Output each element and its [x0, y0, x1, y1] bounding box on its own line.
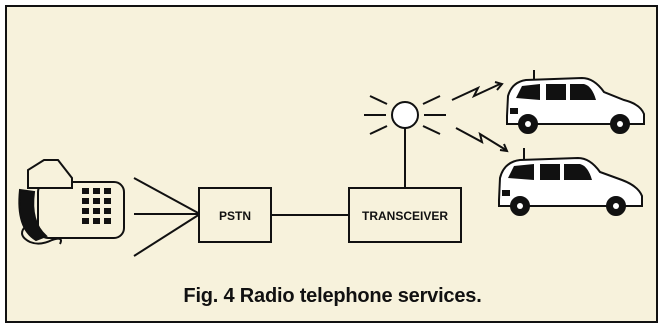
pstn-label: PSTN [219, 209, 251, 223]
antenna-icon [364, 95, 446, 135]
transceiver-box [348, 187, 462, 243]
car-icon [498, 148, 643, 216]
radio-signal-top [451, 81, 504, 101]
figure-caption: Fig. 4 Radio telephone services. [183, 285, 482, 307]
pstn-box [198, 187, 272, 243]
telephone-to-pstn-lines [133, 177, 201, 257]
telephone-icon [18, 159, 125, 245]
car-icon [506, 70, 645, 134]
radio-signal-bottom [455, 127, 509, 153]
transceiver-label: TRANSCEIVER [362, 209, 448, 223]
